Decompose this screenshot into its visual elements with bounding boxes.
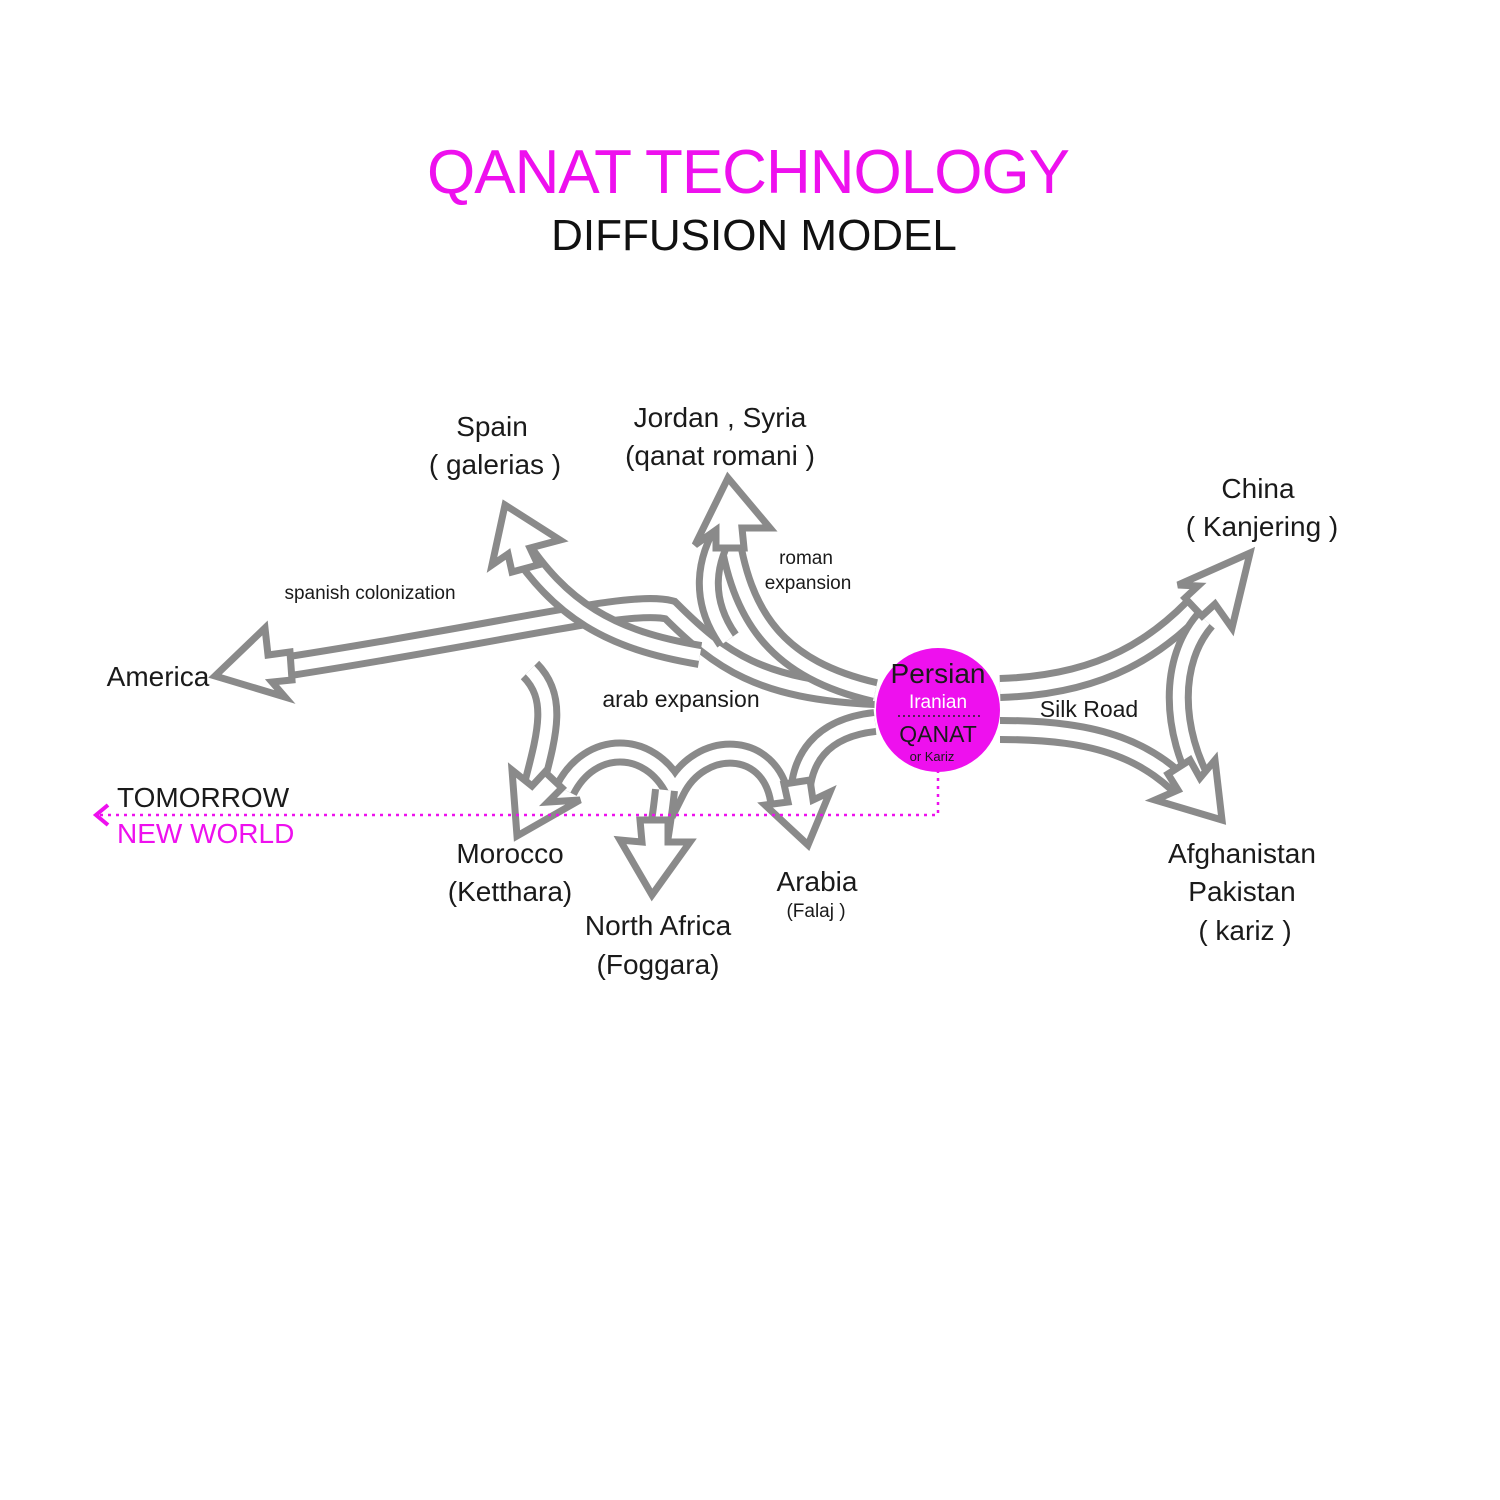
arrowheads	[208, 471, 1256, 902]
arrowhead-north-africa	[613, 816, 697, 902]
route-spanish-colonization: spanish colonization	[284, 583, 455, 604]
route-labels: spanish colonization roman expansion ara…	[284, 548, 1138, 722]
label-morocco-term: (Ketthara)	[448, 876, 573, 907]
origin-persian: Persian	[891, 658, 986, 689]
route-arab-expansion: arab expansion	[602, 686, 759, 712]
origin-qanat: QANAT	[899, 721, 977, 747]
arrowhead-morocco	[507, 762, 582, 842]
arrowhead-afghanistan	[1144, 751, 1227, 825]
arrowhead-arabia	[757, 776, 837, 851]
label-jordan-term: (qanat romani )	[625, 440, 815, 471]
origin-iranian: Iranian	[909, 692, 967, 713]
future-tomorrow: TOMORROW	[117, 782, 290, 813]
label-china-term: ( Kanjering )	[1186, 511, 1339, 542]
label-afghanistan-term: ( kariz )	[1198, 915, 1291, 946]
label-morocco: Morocco	[456, 838, 563, 869]
arrowhead-spain	[486, 499, 569, 577]
route-silk-road: Silk Road	[1040, 696, 1138, 722]
diagram-title: QANAT TECHNOLOGY	[427, 138, 1069, 207]
label-pakistan: Pakistan	[1188, 876, 1295, 907]
arrow-network	[287, 517, 1225, 862]
label-jordan: Jordan , Syria	[634, 402, 807, 433]
route-roman-2: expansion	[765, 573, 852, 594]
route-roman-1: roman	[779, 548, 833, 569]
label-north-africa: North Africa	[585, 910, 732, 941]
destination-labels: Spain ( galerias ) Jordan , Syria (qanat…	[107, 402, 1339, 980]
label-afghanistan: Afghanistan	[1168, 838, 1316, 869]
future-new-world: NEW WORLD	[117, 818, 294, 849]
label-north-africa-term: (Foggara)	[597, 949, 720, 980]
label-spain: Spain	[456, 411, 528, 442]
origin-circle	[876, 648, 1000, 772]
arrowhead-america	[208, 620, 296, 704]
arrowhead-jordan	[691, 471, 778, 552]
diagram-subtitle: DIFFUSION MODEL	[551, 211, 957, 260]
future-arrow-icon	[92, 803, 110, 827]
arrowhead-china	[1176, 546, 1256, 637]
label-arabia: Arabia	[777, 866, 858, 897]
label-spain-term: ( galerias )	[429, 449, 561, 480]
label-america: America	[107, 661, 210, 692]
label-arabia-term: (Falaj )	[786, 901, 845, 922]
origin-kariz: or Kariz	[910, 749, 955, 764]
label-china: China	[1221, 473, 1295, 504]
